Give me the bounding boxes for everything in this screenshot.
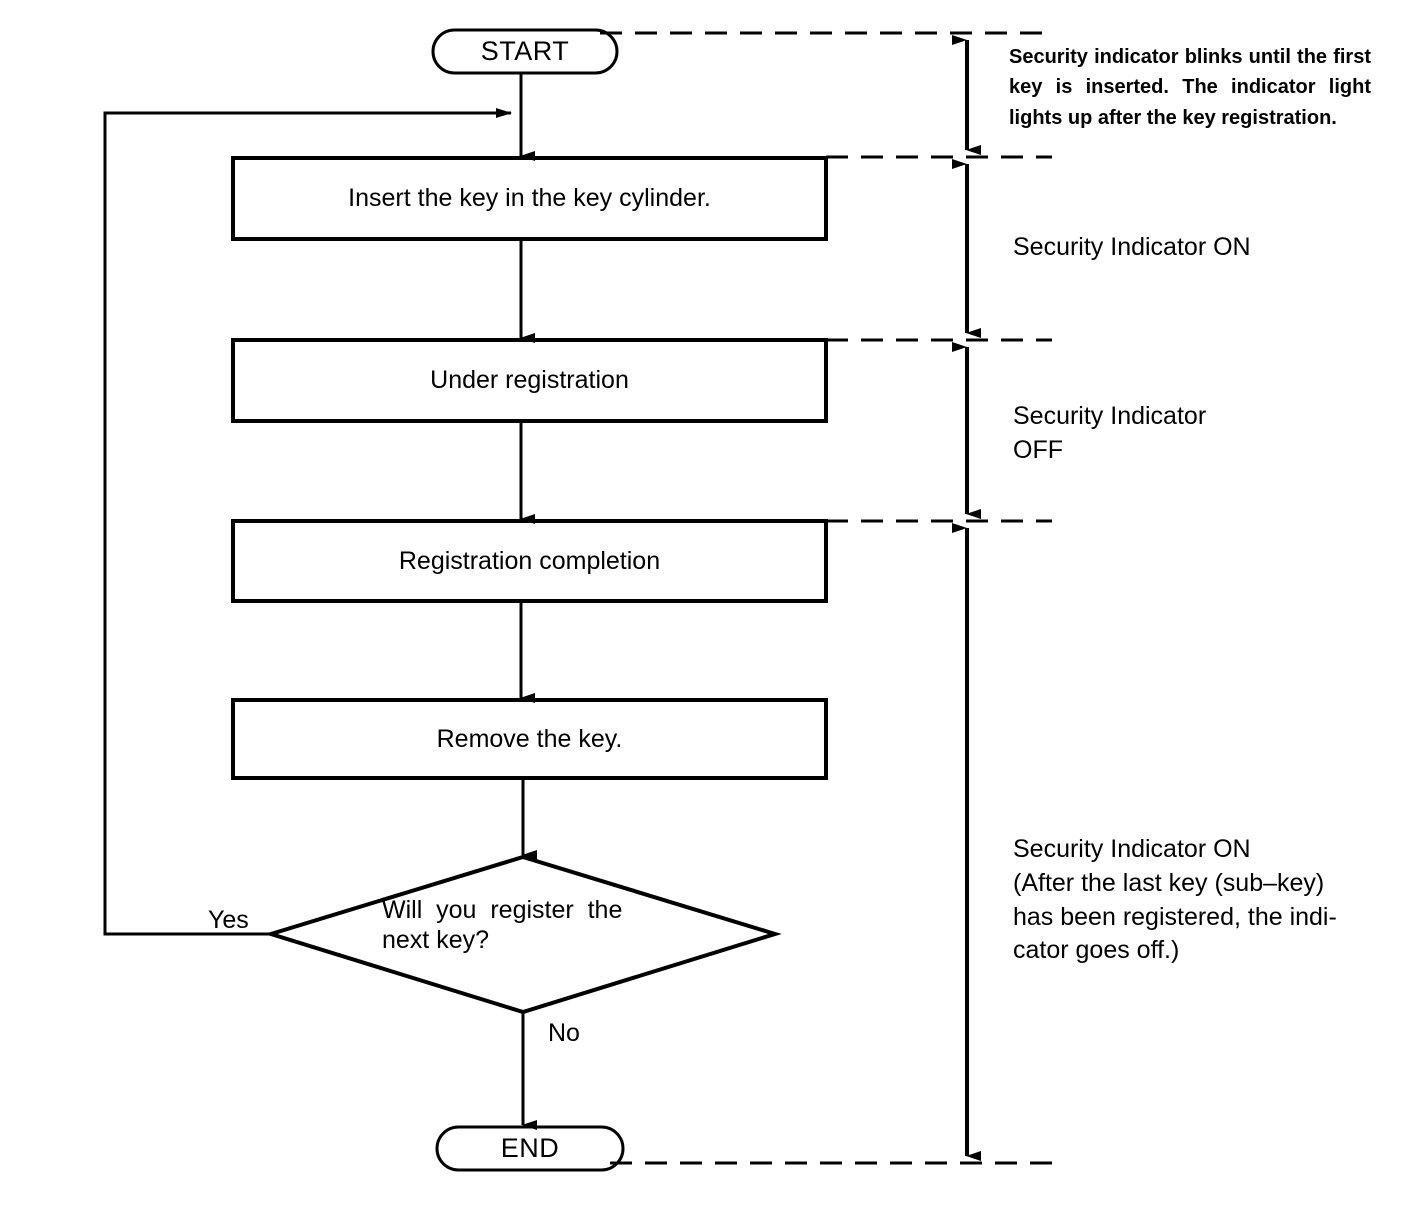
- branch-label-yes: Yes: [208, 906, 249, 934]
- annotation-blink-line-2: key is inserted. The indicator light: [1009, 76, 1371, 99]
- annotation-indicator-on-1: Security Indicator ON: [1013, 233, 1251, 261]
- annotation-indicator-off-line-2: OFF: [1013, 435, 1063, 464]
- annotation-blink: Security indicator blinks until the firs…: [1009, 42, 1371, 133]
- branch-label-no: No: [548, 1019, 580, 1047]
- decision-diamond-shape: [264, 854, 782, 1015]
- annotation-blink-line-3: lights up after the key registration.: [1009, 106, 1337, 129]
- decision-label-line-1: Will you register the: [382, 896, 623, 924]
- process-box-4-shape: [231, 698, 828, 780]
- process-box-1-label: Insert the key in the key cylinder.: [348, 184, 711, 212]
- annotation-indicator-on-2-line-3: has been registered, the indi-: [1013, 902, 1337, 931]
- annotation-indicator-on-2-line-1: Security Indicator ON: [1013, 835, 1251, 863]
- start-node-label: START: [480, 36, 570, 66]
- annotation-indicator-on-2-line-4: cator goes off.): [1013, 936, 1180, 965]
- annotation-indicator-on-2: Security Indicator ON (After the last ke…: [1013, 833, 1373, 968]
- annotation-indicator-off: Security Indicator OFF: [1013, 400, 1343, 468]
- decision-label-line-2: next key?: [382, 926, 490, 954]
- annotation-indicator-off-line-1: Security Indicator: [1013, 402, 1207, 430]
- process-box-4-label: Remove the key.: [436, 724, 623, 753]
- process-box-3-shape: [231, 519, 828, 603]
- annotation-indicator-on-2-line-2: (After the last key (sub–key): [1013, 868, 1325, 897]
- process-box-2-label: Under registration: [430, 366, 629, 394]
- process-box-1-shape: [231, 156, 828, 241]
- end-node-label: END: [500, 1133, 560, 1163]
- start-node-shape: [431, 28, 619, 75]
- connector-decision-yes-loop: [103, 108, 512, 936]
- annotation-blink-line-1: Security indicator blinks until the firs…: [1009, 46, 1371, 68]
- process-box-3-label: Registration completion: [398, 546, 661, 575]
